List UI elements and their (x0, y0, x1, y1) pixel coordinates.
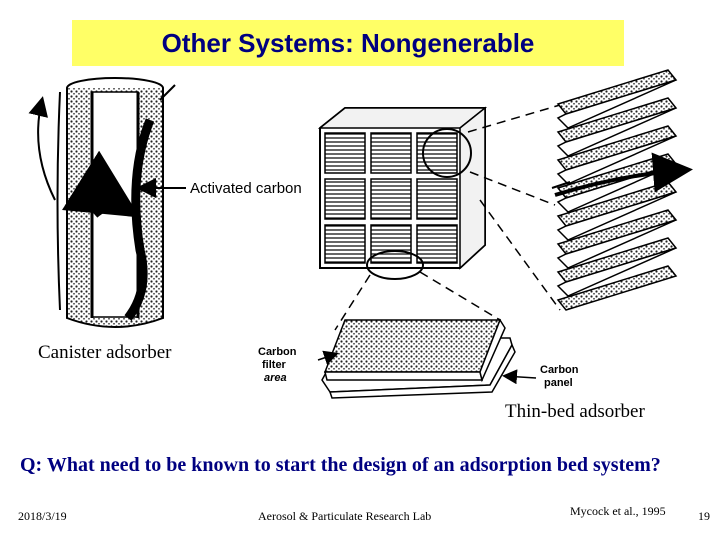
carbon-panel-label-1: Carbon (540, 364, 579, 376)
carbon-panel (318, 320, 536, 398)
thinbed-caption: Thin-bed adsorber (505, 401, 645, 423)
footer-page-number: 19 (698, 509, 710, 524)
activated-carbon-label: Activated carbon (190, 180, 302, 197)
canister-adsorber (38, 78, 186, 327)
footer-citation: Mycock et al., 1995 (570, 504, 666, 519)
adsorber-diagram: Activated carbon (0, 60, 720, 440)
pleated-panel-stack (552, 70, 685, 310)
canister-caption: Canister adsorber (38, 342, 171, 364)
carbon-filter-area-label-2: filter (262, 359, 287, 371)
carbon-filter-area-label-1: Carbon (258, 346, 297, 358)
footer-lab: Aerosol & Particulate Research Lab (258, 509, 431, 524)
design-question: Q: What need to be known to start the de… (20, 452, 680, 478)
footer-date: 2018/3/19 (18, 509, 67, 524)
carbon-filter-area-label-3: area (264, 372, 287, 384)
filter-housing (320, 108, 485, 279)
slide-title: Other Systems: Nongenerable (162, 28, 535, 59)
carbon-panel-label-2: panel (544, 377, 573, 389)
